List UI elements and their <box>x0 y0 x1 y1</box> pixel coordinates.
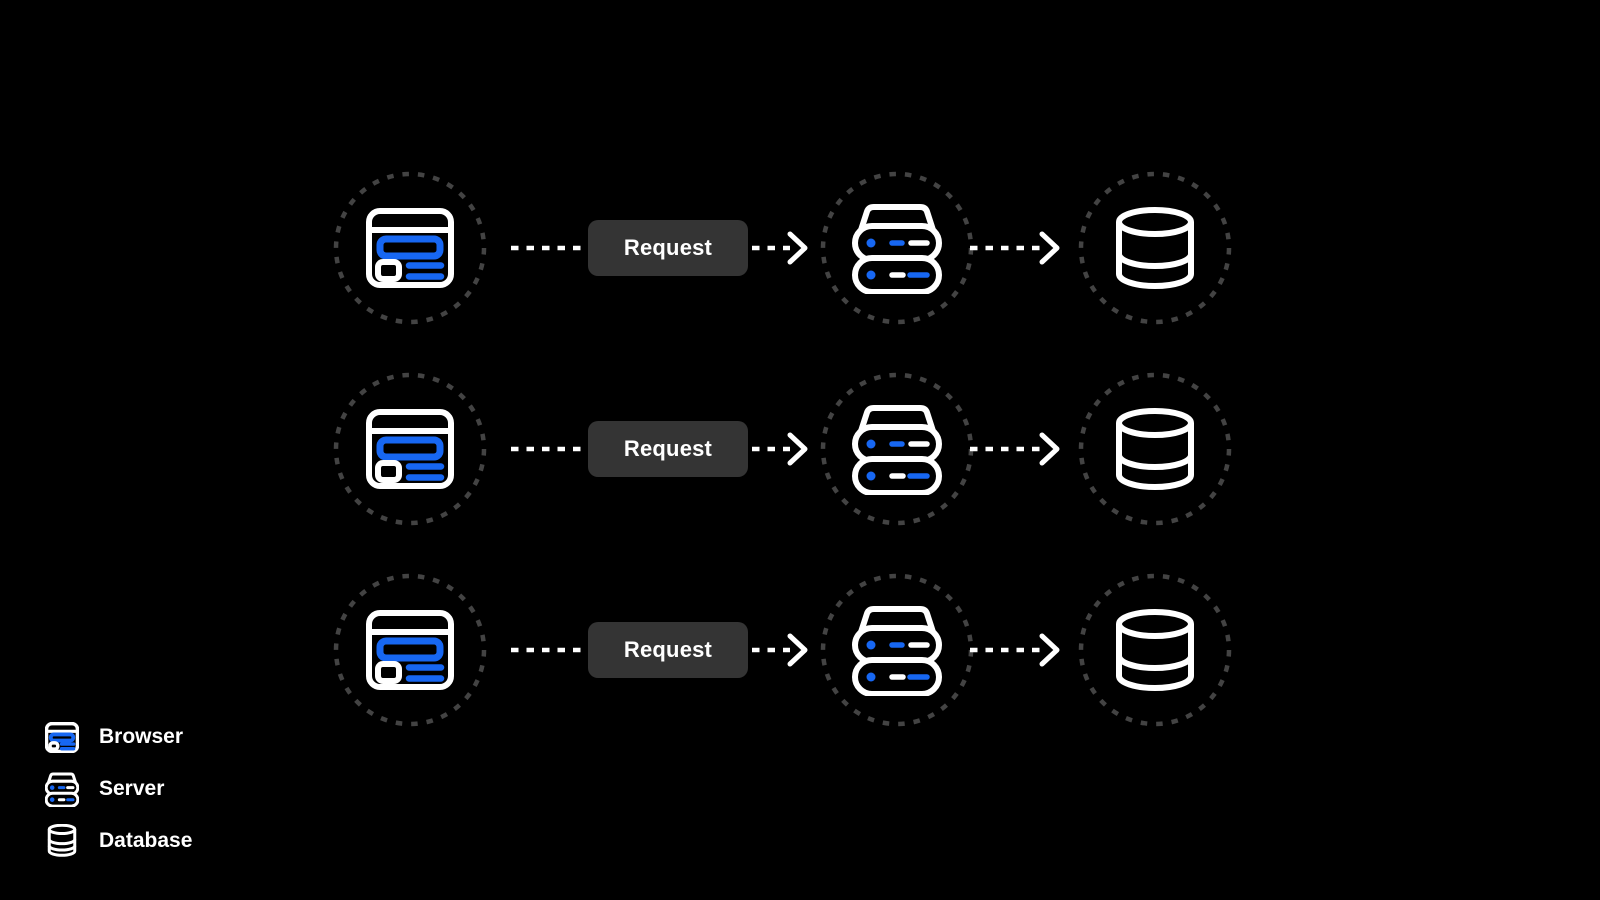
request-badge-label: Request <box>623 637 713 662</box>
database-icon <box>44 824 80 858</box>
arrowhead-icon <box>787 432 808 466</box>
legend-item-server: Server <box>44 772 192 807</box>
server-icon <box>852 405 942 495</box>
dashed-arrow <box>752 432 808 466</box>
arrowhead-icon <box>1039 432 1060 466</box>
legend-label: Database <box>99 829 193 852</box>
browser-icon <box>366 208 454 288</box>
request-badge-label: Request <box>623 235 713 260</box>
browser-icon <box>44 721 80 753</box>
database-icon <box>1116 609 1194 691</box>
dashed-connector <box>511 647 587 653</box>
legend-item-browser: Browser <box>44 720 192 754</box>
dashed-circle <box>1078 573 1232 727</box>
arrowhead-icon <box>1039 231 1060 265</box>
browser-node <box>332 371 488 527</box>
database-node <box>1077 371 1233 527</box>
dashed-arrow <box>970 231 1060 265</box>
dashed-circle <box>1078 372 1232 526</box>
dashed-circle <box>333 372 487 526</box>
dashed-arrow <box>752 231 808 265</box>
browser-node <box>332 572 488 728</box>
legend-item-database: Database <box>44 824 192 858</box>
arrowhead-icon <box>1039 633 1060 667</box>
legend-label: Server <box>99 777 165 800</box>
browser-node <box>332 170 488 326</box>
dashed-circle <box>1078 171 1232 325</box>
database-icon <box>1116 408 1194 490</box>
request-badge-label: Request <box>623 436 713 461</box>
dashed-connector <box>511 245 587 251</box>
request-badge: Request <box>588 622 748 678</box>
arrowhead-icon <box>787 633 808 667</box>
browser-icon <box>366 409 454 489</box>
browser-icon <box>366 610 454 690</box>
dashed-circle <box>333 171 487 325</box>
server-node <box>819 371 975 527</box>
dashed-circle <box>333 573 487 727</box>
dashed-arrow <box>752 633 808 667</box>
dashed-arrow <box>970 432 1060 466</box>
server-icon <box>44 772 80 807</box>
server-node <box>819 572 975 728</box>
server-icon <box>852 606 942 696</box>
server-node <box>819 170 975 326</box>
database-node <box>1077 170 1233 326</box>
request-badge: Request <box>588 421 748 477</box>
database-node <box>1077 572 1233 728</box>
server-icon <box>852 204 942 294</box>
request-badge: Request <box>588 220 748 276</box>
legend: Browser Server <box>44 720 192 858</box>
arrowhead-icon <box>787 231 808 265</box>
dashed-arrow <box>970 633 1060 667</box>
database-icon <box>1116 207 1194 289</box>
legend-label: Browser <box>99 725 184 748</box>
dashed-connector <box>511 446 587 452</box>
